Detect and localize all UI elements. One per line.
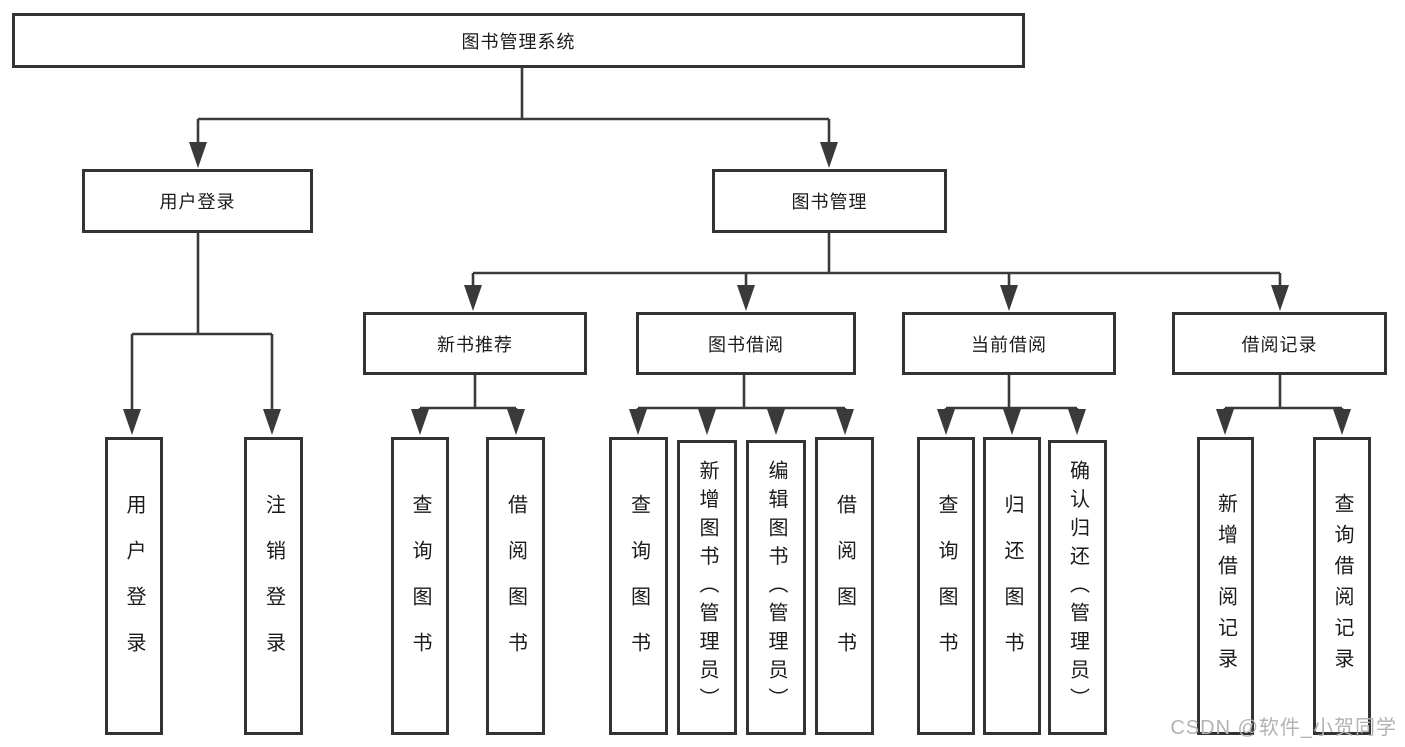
node-current-borrowing: 当前借阅 bbox=[902, 312, 1116, 375]
node-label: 确认归还（管理员） bbox=[1066, 459, 1089, 716]
node-new-book-recommendation: 新书推荐 bbox=[363, 312, 587, 375]
leaf-edit-books-admin: 编辑图书（管理员） bbox=[746, 440, 806, 735]
leaf-user-login: 用户登录 bbox=[105, 437, 163, 735]
node-borrowing-records: 借阅记录 bbox=[1172, 312, 1387, 375]
leaf-query-borrow-record: 查询借阅记录 bbox=[1313, 437, 1371, 735]
leaf-confirm-return-admin: 确认归还（管理员） bbox=[1048, 440, 1107, 735]
node-label: 当前借阅 bbox=[971, 334, 1047, 355]
leaf-logout: 注销登录 bbox=[244, 437, 303, 735]
node-label: 图书借阅 bbox=[708, 334, 784, 355]
leaf-query-books-borrowing: 查询图书 bbox=[609, 437, 668, 735]
node-book-borrowing: 图书借阅 bbox=[636, 312, 856, 375]
node-library-management-system: 图书管理系统 bbox=[12, 13, 1025, 68]
node-label: 新增借阅记录 bbox=[1214, 493, 1237, 679]
node-label: 注销登录 bbox=[262, 494, 285, 678]
node-label: 归还图书 bbox=[1001, 494, 1023, 678]
leaf-borrow-books-borrowing: 借阅图书 bbox=[815, 437, 874, 735]
node-label: 借阅图书 bbox=[833, 494, 856, 678]
node-label: 新增图书（管理员） bbox=[696, 459, 718, 716]
node-label: 用户登录 bbox=[159, 192, 236, 212]
node-user-login: 用户登录 bbox=[82, 169, 313, 233]
node-label: 用户登录 bbox=[123, 494, 145, 678]
node-label: 查询图书 bbox=[409, 494, 431, 678]
watermark: CSDN @软件_小贺同学 bbox=[1170, 717, 1397, 739]
leaf-query-books-current: 查询图书 bbox=[917, 437, 975, 735]
node-label: 编辑图书（管理员） bbox=[765, 459, 787, 716]
node-label: 查询借阅记录 bbox=[1331, 493, 1353, 679]
node-label: 图书管理 bbox=[791, 192, 868, 212]
node-label: 查询图书 bbox=[935, 494, 957, 678]
node-label: 查询图书 bbox=[627, 494, 650, 678]
node-label: 借阅图书 bbox=[504, 494, 527, 678]
leaf-borrow-books-recommend: 借阅图书 bbox=[486, 437, 545, 735]
node-book-management: 图书管理 bbox=[712, 169, 947, 233]
node-label: 新书推荐 bbox=[437, 334, 513, 355]
node-label: 借阅记录 bbox=[1241, 334, 1318, 355]
leaf-add-books-admin: 新增图书（管理员） bbox=[677, 440, 737, 735]
leaf-return-books: 归还图书 bbox=[983, 437, 1041, 735]
node-label: 图书管理系统 bbox=[461, 31, 576, 52]
leaf-add-borrow-record: 新增借阅记录 bbox=[1197, 437, 1254, 735]
leaf-query-books-recommend: 查询图书 bbox=[391, 437, 449, 735]
